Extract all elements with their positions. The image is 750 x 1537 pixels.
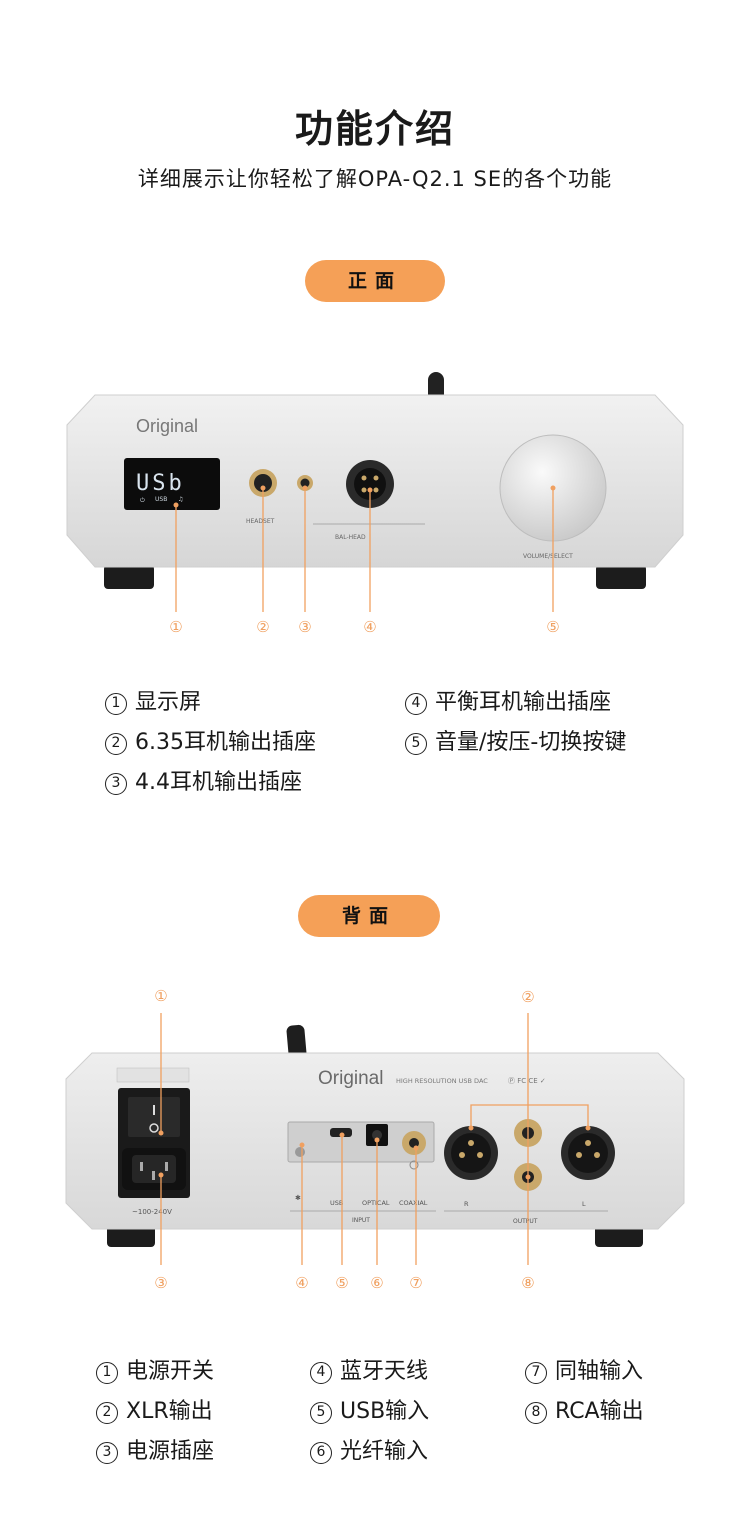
svg-text:L: L [582, 1200, 586, 1208]
back-callout-2: ② [521, 988, 534, 1006]
back-brand-logo: Original [318, 1068, 383, 1089]
front-foot-right [596, 565, 646, 589]
svg-text:⏻: ⏻ [140, 497, 145, 504]
svg-text:OPTICAL: OPTICAL [362, 1199, 390, 1207]
svg-text:HIGH RESOLUTION USB DAC: HIGH RESOLUTION USB DAC [396, 1077, 488, 1085]
front-callout-1: ① [169, 618, 182, 636]
svg-text:✱: ✱ [295, 1194, 301, 1202]
back-panel-illustration: ~100-240V Original HIGH RESOLUTION USB D… [0, 985, 750, 1295]
front-callout-5: ⑤ [546, 618, 559, 636]
svg-text:♫: ♫ [178, 496, 183, 503]
back-callout-5: ⑤ [335, 1274, 348, 1292]
front-foot-left [104, 565, 154, 589]
back-callout-7: ⑦ [409, 1274, 422, 1292]
display-screen [124, 458, 220, 510]
svg-text:INPUT: INPUT [352, 1217, 370, 1224]
back-callout-6: ⑥ [370, 1274, 383, 1292]
svg-text:USB: USB [155, 496, 167, 503]
svg-text:R: R [464, 1200, 469, 1208]
svg-text:OUTPUT: OUTPUT [513, 1218, 538, 1225]
back-callout-8: ⑧ [521, 1274, 534, 1292]
power-switch [128, 1097, 180, 1137]
back-section-label: 背面 [298, 895, 440, 937]
back-callout-4: ④ [295, 1274, 308, 1292]
input-panel [287, 1121, 435, 1163]
front-section-label: 正面 [305, 260, 445, 302]
svg-text:~100-240V: ~100-240V [132, 1208, 172, 1216]
usb-port [330, 1128, 352, 1137]
svg-text:VOLUME/SELECT: VOLUME/SELECT [523, 553, 573, 560]
svg-text:COAXIAL: COAXIAL [399, 1199, 428, 1207]
front-brand-logo: Original [136, 416, 198, 436]
front-callout-2: ② [256, 618, 269, 636]
back-callout-1: ① [154, 987, 167, 1005]
front-panel-illustration: Original USb ⏻ USB ♫ HEADSET BAL-HEAD VO… [0, 360, 750, 650]
page-title: 功能介绍 [294, 107, 455, 151]
svg-text:Ⓟ FC CE ✓: Ⓟ FC CE ✓ [508, 1077, 546, 1085]
front-callout-4: ④ [363, 618, 376, 636]
display-text: USb [136, 471, 185, 496]
back-callout-3: ③ [154, 1274, 167, 1292]
page-subtitle: 详细展示让你轻松了解OPA-Q2.1 SE的各个功能 [137, 167, 613, 191]
svg-text:USB: USB [330, 1199, 343, 1207]
svg-text:HEADSET: HEADSET [246, 518, 275, 525]
front-callout-3: ③ [298, 618, 311, 636]
svg-text:BAL-HEAD: BAL-HEAD [335, 534, 366, 541]
